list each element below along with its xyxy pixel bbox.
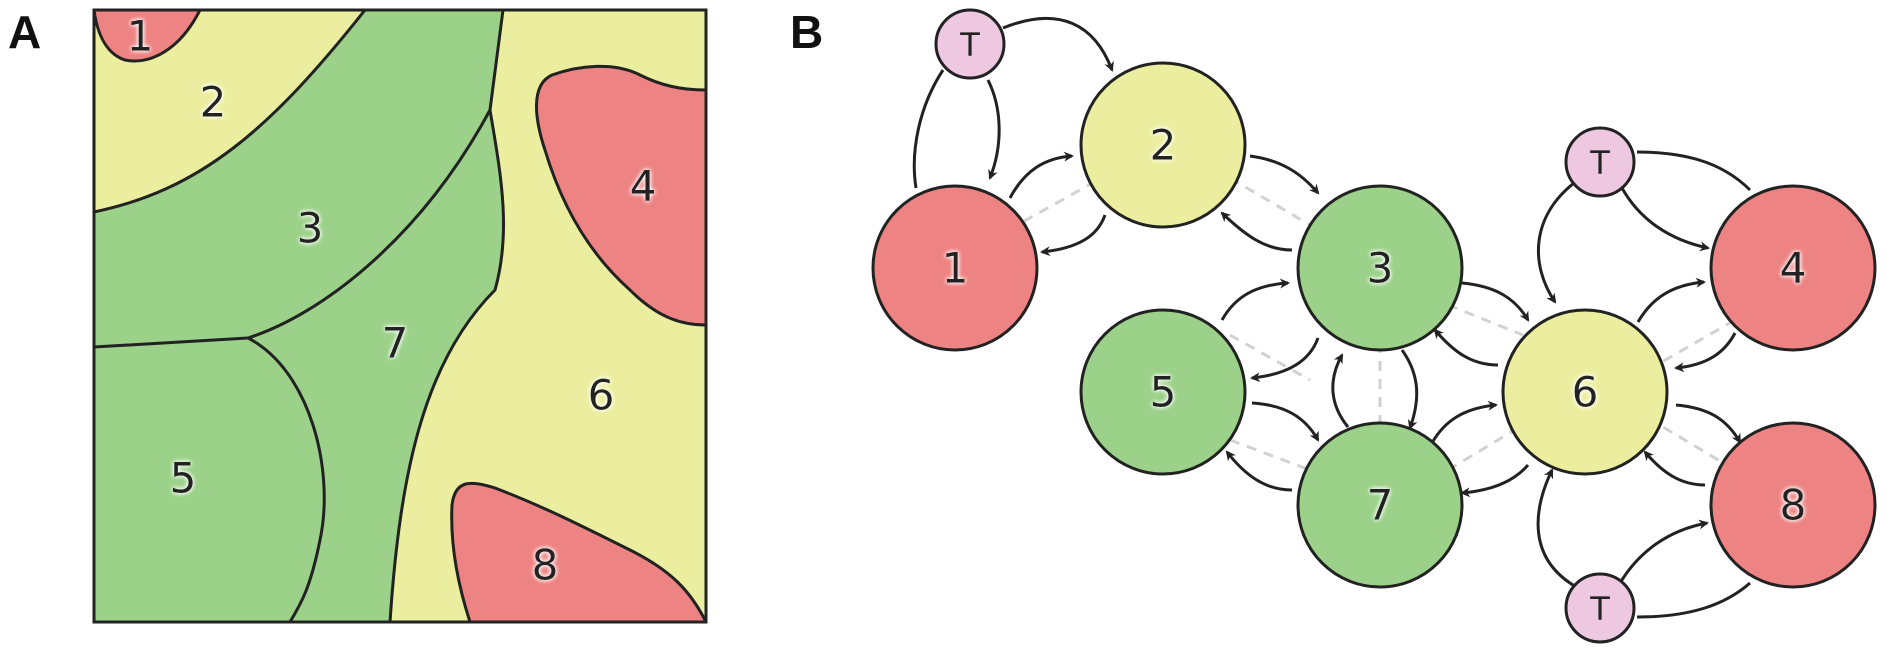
terminal-node-2-label: T [1589, 144, 1610, 182]
node-6 [1501, 308, 1669, 476]
terminal-node-1-label: T [959, 26, 980, 64]
transition-arrows [912, 16, 1752, 619]
arrow-5-to-7 [1251, 401, 1320, 442]
node-6-label: 6 [1572, 368, 1599, 417]
region-4-shape [535, 64, 706, 327]
arrow-5-to-3 [1220, 278, 1290, 321]
node-4 [1709, 184, 1877, 352]
node-8 [1709, 421, 1877, 589]
region-8-label: 8 [532, 541, 559, 590]
node-2 [1079, 61, 1247, 229]
arrow-7-to-3 [1331, 353, 1350, 428]
region-2-label: 2 [200, 78, 227, 127]
terminal-node-2 [1564, 126, 1636, 198]
terminal-node-1 [934, 8, 1006, 80]
region-6-label: 6 [588, 371, 615, 420]
arrow-t3-to-8 [1618, 519, 1709, 584]
node-7-label: 7 [1367, 481, 1394, 530]
adjacency-5-7 [1229, 438, 1311, 472]
region-1-shape [94, 10, 202, 63]
boundary-3-5 [93, 336, 249, 349]
arrow-t3-to-6 [1536, 468, 1579, 590]
region-5-label: 5 [170, 454, 197, 503]
node-3 [1296, 184, 1464, 352]
map-frame [92, 8, 708, 624]
region-graph: 1 2 3 4 5 6 7 8 T T T [871, 8, 1877, 644]
node-3-label: 3 [1367, 244, 1394, 293]
region-1-label: 1 [127, 12, 154, 61]
arrow-4-to-6 [1674, 332, 1737, 373]
region-4-label: 4 [630, 162, 657, 211]
arrow-t2-to-6 [1537, 178, 1579, 304]
terminal-node-3 [1564, 572, 1636, 644]
region-map: 12 3 4 5 6 7 8 [92, 8, 708, 624]
arrow-1-to-2 [1008, 151, 1074, 199]
region-7-label: 7 [382, 319, 409, 368]
node-8-label: 8 [1780, 481, 1807, 530]
adjacency-6-7 [1447, 423, 1524, 472]
adjacency-2-3 [1229, 176, 1311, 227]
arrow-3-to-2 [1220, 211, 1293, 252]
arrow-7-to-6 [1430, 400, 1498, 444]
terminal-node-3-label: T [1589, 590, 1610, 628]
edge-8-to-t3 [1636, 581, 1751, 619]
arrow-6-to-3 [1433, 328, 1499, 367]
edge-1-to-t1 [912, 69, 945, 189]
arrow-3-to-7 [1400, 349, 1419, 430]
node-4-label: 4 [1780, 244, 1807, 293]
node-1 [871, 184, 1039, 352]
node-5 [1079, 308, 1247, 476]
adjacency-3-5 [1229, 333, 1311, 382]
arrow-6-to-7 [1460, 464, 1530, 498]
panel-a-label: A [8, 6, 41, 58]
arrow-2-to-1 [1040, 214, 1107, 257]
panel-b-label: B [790, 6, 823, 58]
arrow-6-to-8 [1675, 403, 1742, 444]
boundary-3-7 [247, 109, 492, 340]
region-3-label: 3 [297, 204, 324, 253]
adjacency-3-6 [1447, 303, 1524, 337]
arrow-t1-to-2 [1002, 16, 1114, 72]
node-1-label: 1 [942, 244, 969, 293]
arrow-3-to-5 [1250, 337, 1320, 383]
arrow-6-to-4 [1636, 277, 1706, 323]
node-2-label: 2 [1150, 121, 1177, 170]
arrow-3-to-6 [1461, 281, 1530, 322]
arrow-2-to-3 [1249, 154, 1320, 195]
adjacency-lines [1007, 176, 1736, 472]
node-5-label: 5 [1150, 368, 1177, 417]
edge-4-to-t2 [1636, 150, 1752, 192]
arrow-t2-to-4 [1620, 187, 1710, 252]
boundary-5-7 [247, 336, 326, 623]
arrow-t1-to-1 [986, 79, 1001, 180]
node-7 [1296, 421, 1464, 589]
region-8-shape [450, 481, 706, 622]
arrow-7-to-5 [1225, 450, 1293, 492]
arrow-8-to-6 [1643, 450, 1706, 487]
